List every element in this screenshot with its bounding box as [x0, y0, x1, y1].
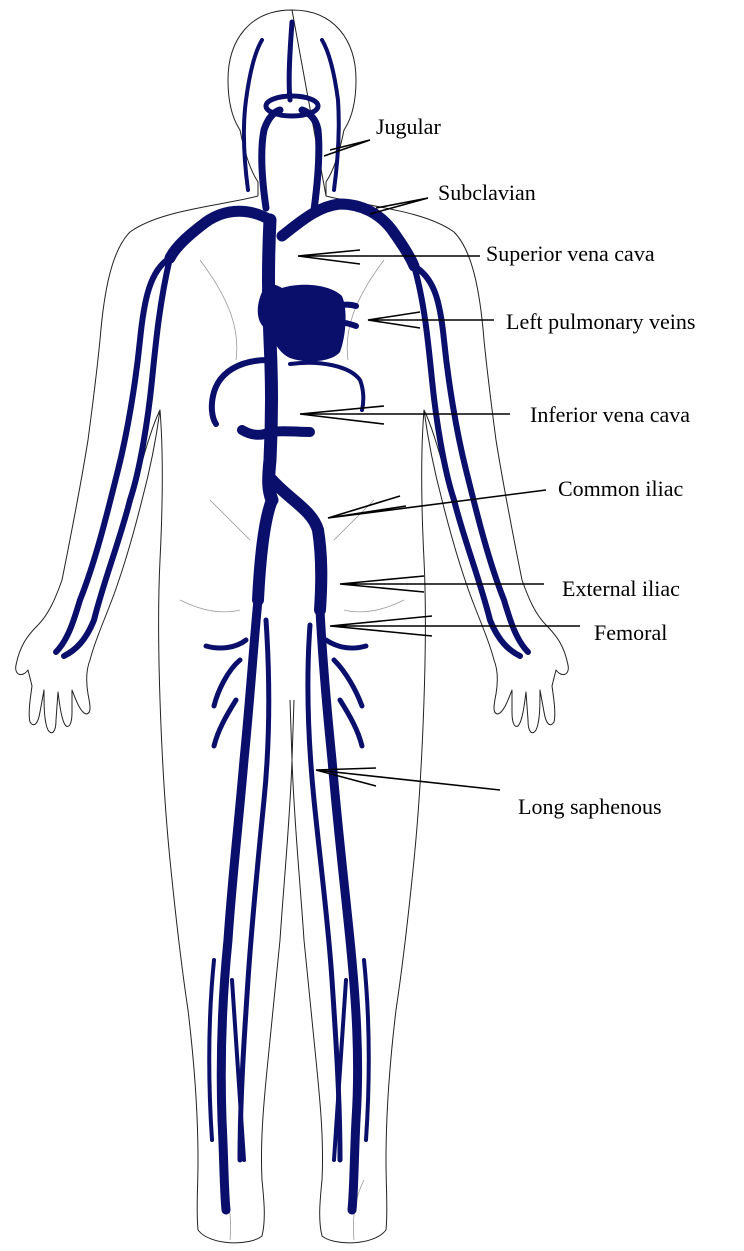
label-inferior-vena-cava: Inferior vena cava — [530, 402, 690, 427]
leader-external-iliac — [340, 576, 544, 592]
left-hepatic-branch — [212, 360, 268, 424]
leader-inferior-vena-cava — [300, 406, 510, 424]
leader-common-iliac — [328, 490, 546, 518]
left-common-iliac — [258, 500, 272, 600]
label-left-pulmonary-veins: Left pulmonary veins — [506, 309, 695, 334]
head-midline-vein — [289, 22, 292, 100]
label-jugular: Jugular — [376, 114, 441, 139]
right-hepatic-branch — [290, 363, 363, 410]
right-common-iliac — [272, 480, 321, 610]
renal-veins — [242, 430, 310, 435]
leader-lines — [298, 140, 580, 790]
left-pelvic-branches — [206, 640, 246, 746]
label-long-saphenous: Long saphenous — [518, 794, 662, 819]
external-jugular-right — [322, 40, 339, 190]
brachiocephalic-left — [170, 211, 270, 258]
leader-subclavian — [370, 198, 428, 214]
label-common-iliac: Common iliac — [558, 476, 684, 501]
leader-jugular — [324, 140, 370, 156]
label-subclavian: Subclavian — [438, 180, 536, 205]
jugular-right — [302, 110, 319, 210]
leader-left-pulmonary-veins — [368, 312, 494, 328]
left-long-saphenous — [240, 620, 269, 1160]
label-femoral: Femoral — [594, 620, 667, 645]
label-external-iliac: External iliac — [562, 576, 680, 601]
leader-long-saphenous — [316, 768, 500, 790]
jugular-left — [262, 110, 280, 208]
leader-superior-vena-cava — [298, 250, 480, 264]
label-superior-vena-cava: Superior vena cava — [486, 241, 655, 266]
leader-femoral — [330, 616, 580, 636]
